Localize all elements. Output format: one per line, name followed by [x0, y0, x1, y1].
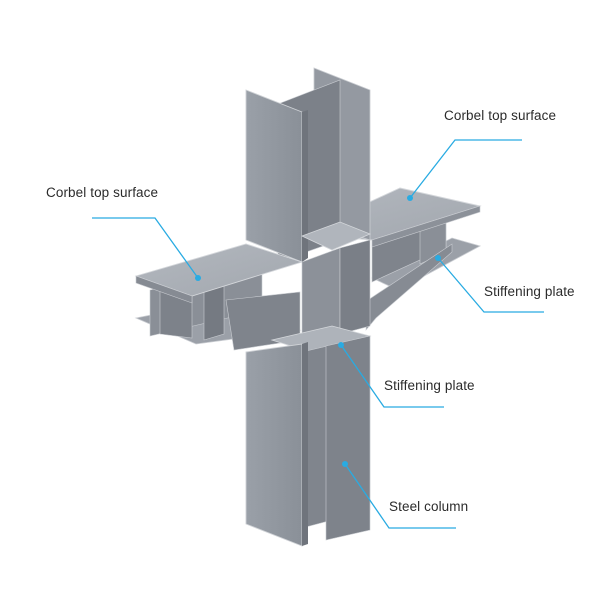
column-front-flange-lower: [245, 343, 303, 547]
label-corbel-top-surface-left: Corbel top surface: [46, 185, 159, 200]
leader-lines: [92, 139, 544, 529]
dot-steel-column: [342, 461, 348, 467]
leader-dots: [195, 195, 441, 467]
upper-continuity-plate: [300, 221, 372, 251]
right-corbel-top-edge: [371, 205, 481, 248]
left-corbel-top-edge: [135, 275, 193, 304]
dot-corbel-top-left: [195, 275, 201, 281]
dot-corbel-top-right: [407, 195, 413, 201]
label-steel-column: Steel column: [389, 499, 469, 514]
leader-steel-column: [344, 463, 456, 529]
column-upper: [245, 67, 371, 263]
column-lower: [245, 335, 371, 547]
column-right-flange-lower: [325, 335, 371, 541]
column-front-flange-lower-edge: [302, 342, 308, 546]
leader-stiffening-right: [437, 257, 544, 313]
leader-corbel-top-right: [409, 139, 522, 199]
column-front-flange-upper: [245, 89, 303, 263]
leader-stiffening-middle: [340, 344, 444, 408]
left-corbel: [134, 243, 304, 351]
label-corbel-top-surface-right: Corbel top surface: [444, 108, 557, 123]
label-stiffening-plate-middle: Stiffening plate: [384, 378, 475, 393]
dot-stiffening-middle: [338, 342, 344, 348]
leader-corbel-top-left: [92, 217, 199, 279]
dot-stiffening-right: [435, 255, 441, 261]
label-stiffening-plate-right: Stiffening plate: [484, 284, 575, 299]
panel-right-face: [339, 239, 371, 335]
column-front-flange-edge: [302, 110, 308, 262]
